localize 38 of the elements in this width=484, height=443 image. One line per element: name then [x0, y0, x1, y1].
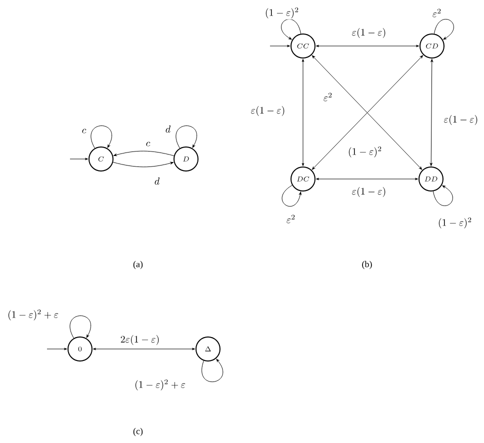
edge-label: $(1-\varepsilon)^2$: [346, 146, 384, 158]
transition-arrow: [114, 150, 174, 156]
edge-label: $c$: [144, 140, 152, 148]
edge-label: $\varepsilon^2$: [431, 8, 443, 18]
self-loop: [70, 315, 92, 338]
transition-arrow: [92, 348, 196, 350]
transition-arrow: [302, 58, 304, 166]
initial-arrow: [46, 348, 68, 350]
edge-label: $(1-\varepsilon)^2+\varepsilon$: [6, 308, 60, 322]
edge-label: $\varepsilon(1-\varepsilon)$: [350, 186, 388, 198]
transition-arrow: [430, 58, 434, 166]
transition-arrow: [316, 178, 418, 180]
transition-arrow: [112, 162, 174, 168]
subfigure-caption: (b): [362, 260, 372, 270]
edge-label: $\varepsilon(1-\varepsilon)$: [250, 105, 286, 117]
transition-arrow: [316, 44, 420, 48]
subfigure-caption: (c): [133, 428, 143, 436]
edge-label: $(1-\varepsilon)^2$: [264, 6, 300, 20]
self-loop: [90, 125, 112, 148]
edge-label: $c$: [80, 128, 88, 134]
self-loop: [434, 19, 454, 40]
edge-label: $d$: [164, 124, 172, 134]
self-loop: [176, 125, 198, 148]
edge-label: $(1-\varepsilon)^2+\varepsilon$: [133, 378, 187, 392]
edge-label: $\varepsilon^2$: [285, 214, 297, 224]
edge-label: $\varepsilon(1-\varepsilon)$: [350, 27, 388, 39]
edge-label: $(1-\varepsilon)^2$: [436, 216, 474, 230]
edge-label: $2\varepsilon(1-\varepsilon)$: [119, 334, 161, 346]
edge-label: $\varepsilon^2$: [322, 92, 334, 102]
self-loop: [282, 185, 302, 207]
initial-arrow: [270, 44, 290, 48]
self-loop: [281, 19, 302, 40]
self-loop: [432, 185, 453, 206]
edge-label: $d$: [153, 176, 161, 186]
initial-arrow: [70, 158, 88, 160]
self-loop: [202, 358, 224, 382]
subfigure-caption: (a): [133, 260, 143, 270]
edge-label: $\varepsilon(1-\varepsilon)$: [442, 114, 480, 126]
